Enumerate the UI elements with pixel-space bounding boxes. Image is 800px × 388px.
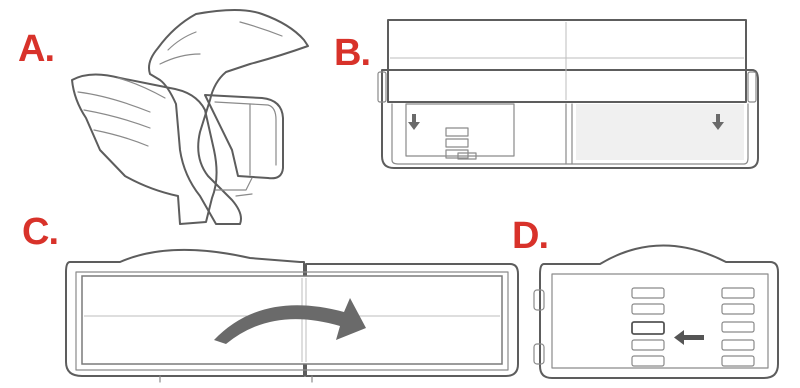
step-c-illustration: [66, 250, 518, 382]
left-hand: [72, 74, 217, 224]
left-arrow-icon: [674, 330, 704, 345]
card: [82, 276, 502, 364]
slot-column-right: [722, 288, 754, 366]
step-d-illustration: [534, 245, 778, 378]
down-arrow-icon: [408, 114, 420, 130]
right-hand: [149, 10, 308, 224]
step-a-illustration: [72, 10, 308, 224]
slot-column-left: [632, 288, 664, 366]
step-b-illustration: [378, 20, 758, 168]
case-closed: [540, 245, 778, 378]
card: [388, 20, 746, 102]
